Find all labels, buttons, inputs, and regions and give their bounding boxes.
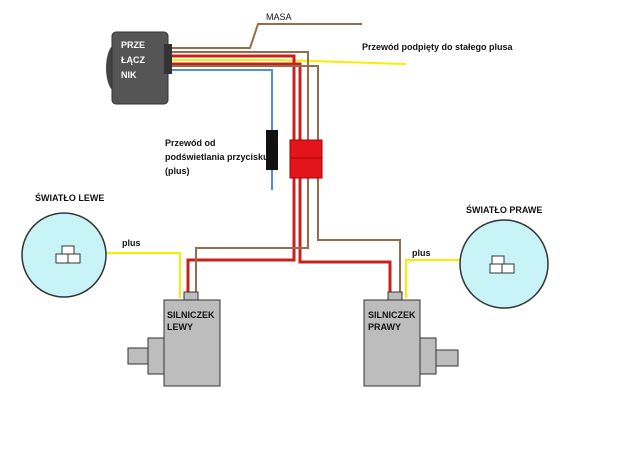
masa-label: MASA [266, 12, 292, 22]
left-motor-label-line2: LEWY [167, 322, 193, 332]
red-wire-2 [166, 62, 392, 298]
plus-label-left: plus [122, 238, 141, 248]
red-connector [289, 139, 323, 179]
switch-label-line1: PRZE [121, 40, 146, 50]
switch-label-line2: ŁĄCZ [121, 55, 145, 65]
left-motor-shaft-outer [147, 337, 165, 375]
switch-label-line3: NIK [121, 70, 137, 80]
backlight-label-line1: Przewód od [165, 138, 216, 148]
right-headlight-socket-bottom-b [501, 263, 515, 274]
right-motor-shaft-outer [419, 337, 437, 375]
backlight-connector [266, 130, 278, 170]
left-headlight-socket-bottom-a [55, 253, 69, 264]
right-headlight-socket-top [491, 255, 505, 265]
left-motor-plug [183, 291, 199, 301]
right-light-label: ŚWIATŁO PRAWE [466, 205, 543, 215]
red-wire-1 [166, 54, 296, 298]
right-headlight-socket-bottom-a [489, 263, 503, 274]
constant-plus-label: Przewód podpięty do stałego plusa [362, 42, 513, 52]
right-motor-shaft [435, 349, 459, 367]
right-motor-body [363, 299, 421, 387]
backlight-label-line3: (plus) [165, 166, 190, 176]
masa-wire [166, 23, 362, 49]
right-motor-label-line1: SILNICZEK [368, 310, 416, 320]
right-motor-label-line2: PRAWY [368, 322, 402, 332]
plus-wire-left [74, 252, 181, 298]
left-motor-body [163, 299, 221, 387]
left-light-label: ŚWIATŁO LEWE [35, 193, 105, 203]
backlight-label-line2: podświetlania przycisku [165, 152, 269, 162]
left-headlight-socket-top [61, 245, 75, 255]
left-motor-shaft [127, 347, 149, 365]
left-motor-label-line1: SILNICZEK [167, 310, 215, 320]
plus-label-right: plus [412, 248, 431, 258]
left-headlight-socket-bottom-b [67, 253, 81, 264]
brown-wire-1 [166, 51, 309, 298]
brown-wire-2 [166, 65, 401, 298]
switch-plug [164, 44, 172, 74]
constant-plus-wire [166, 59, 407, 65]
right-motor-plug [387, 291, 403, 301]
